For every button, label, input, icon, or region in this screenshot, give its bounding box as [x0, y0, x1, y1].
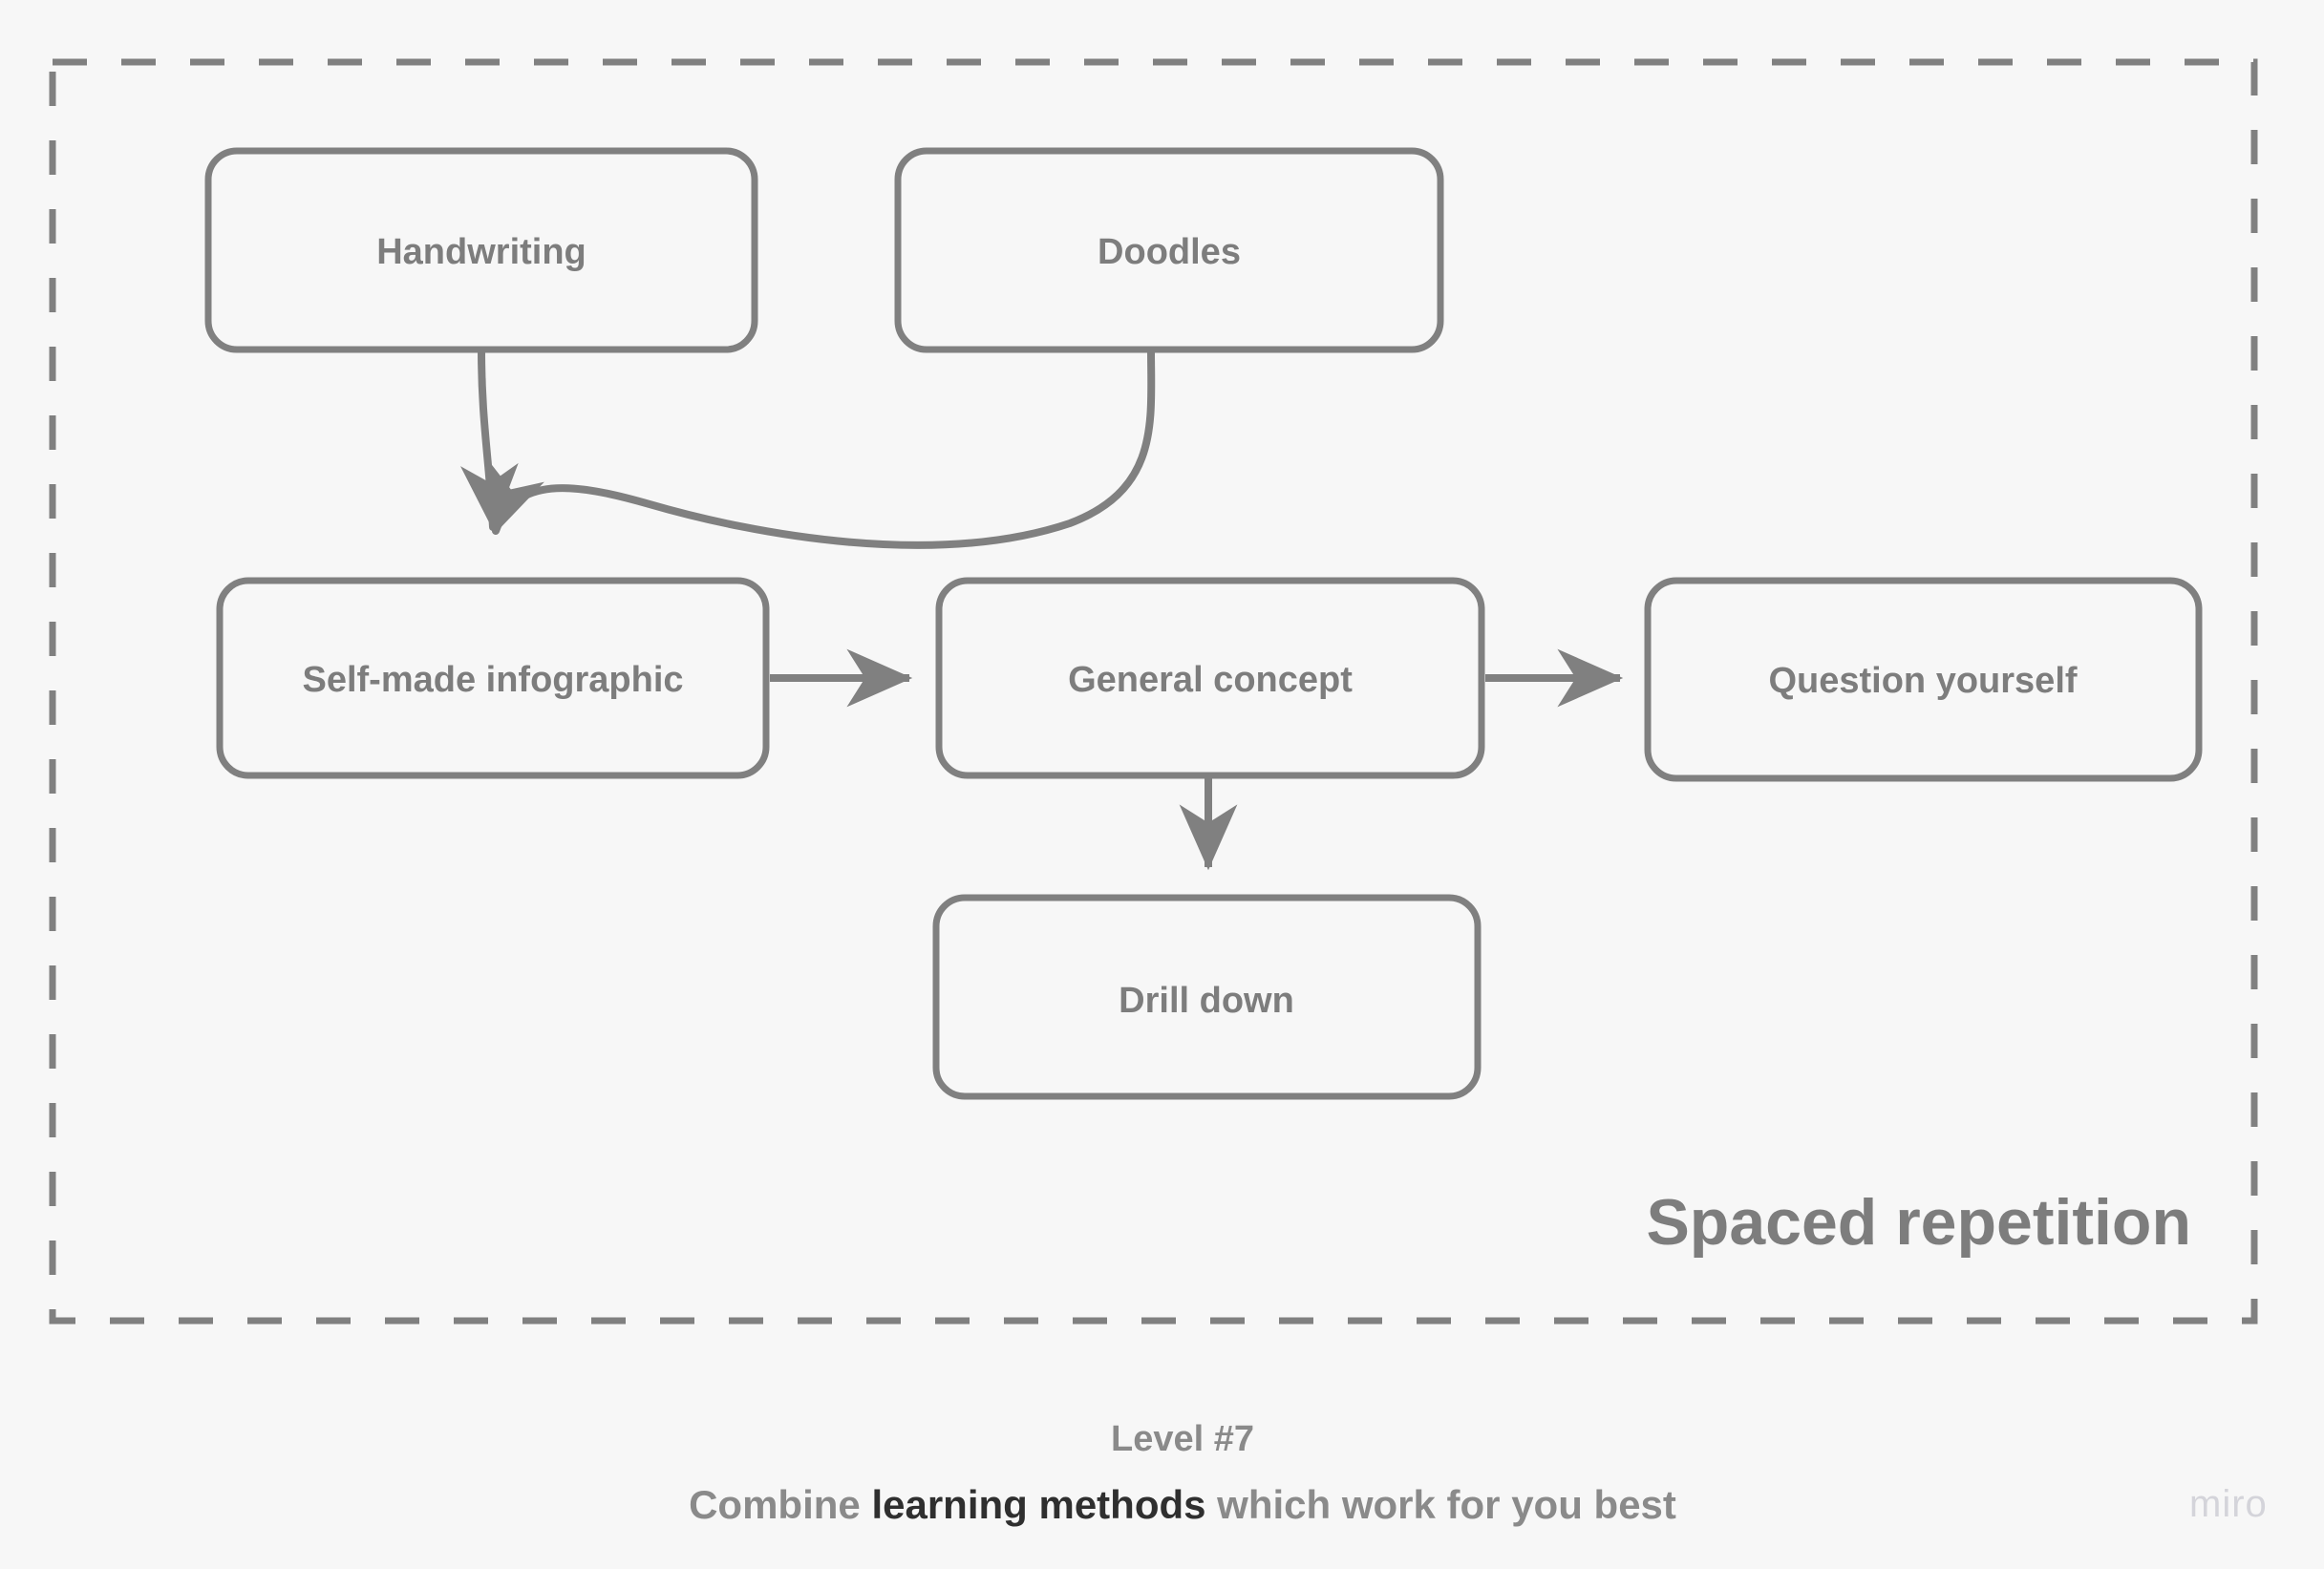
edge-handwriting-to-infographic — [460, 346, 519, 531]
caption-prefix: Combine — [689, 1482, 871, 1527]
caption-text: Combine learning methods which work for … — [689, 1482, 1676, 1527]
node-self-made-infographic[interactable]: Self-made infographic — [216, 577, 770, 779]
node-general-concept-shape[interactable] — [935, 577, 1485, 779]
frame-title: Spaced repetition — [1646, 1186, 2191, 1259]
node-doodles[interactable]: Doodles — [894, 147, 1444, 353]
node-question-yourself-label: Question yourself — [1768, 661, 2077, 701]
node-drill-down[interactable]: Drill down — [932, 894, 1482, 1100]
caption-suffix: which work for you best — [1206, 1482, 1676, 1527]
node-drill-down-shape[interactable] — [932, 894, 1482, 1100]
node-handwriting[interactable]: Handwriting — [204, 147, 758, 353]
node-drill-down-label: Drill down — [1119, 981, 1294, 1021]
node-handwriting-label: Handwriting — [376, 232, 586, 272]
miro-watermark: miro — [2189, 1483, 2268, 1525]
node-general-concept[interactable]: General concept — [935, 577, 1485, 779]
node-self-made-infographic-label: Self-made infographic — [302, 660, 683, 700]
caption-strong: learning methods — [871, 1482, 1205, 1527]
node-doodles-shape[interactable] — [894, 147, 1444, 353]
node-question-yourself-shape[interactable] — [1644, 577, 2203, 782]
node-question-yourself[interactable]: Question yourself — [1644, 577, 2203, 782]
spaced-repetition-frame — [49, 58, 2258, 1325]
node-doodles-label: Doodles — [1098, 232, 1241, 272]
caption-level: Level #7 — [1111, 1419, 1254, 1459]
node-self-made-infographic-shape[interactable] — [216, 577, 770, 779]
edge-doodles-to-infographic — [489, 346, 1156, 549]
node-general-concept-label: General concept — [1068, 660, 1353, 700]
node-handwriting-shape[interactable] — [204, 147, 758, 353]
